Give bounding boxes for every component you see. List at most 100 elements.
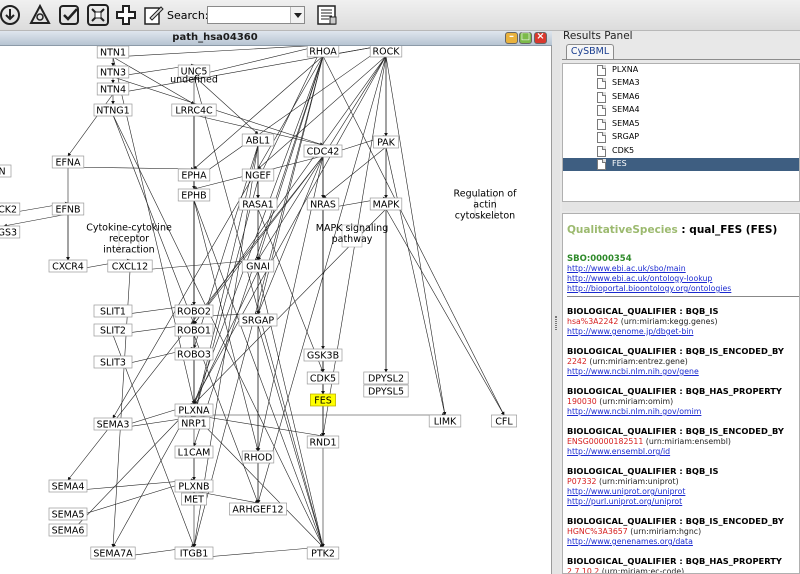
node-box[interactable] [0,202,21,216]
network-edge[interactable] [193,155,324,325]
network-edge[interactable] [67,166,195,171]
network-edge[interactable] [257,208,324,373]
node-box[interactable] [363,371,409,385]
node-box[interactable] [491,414,517,428]
network-edge[interactable] [112,55,324,419]
network-edge[interactable] [256,55,324,315]
node-box[interactable] [174,304,214,318]
network-node[interactable]: SEMA3 [93,417,133,431]
node-box[interactable] [303,348,343,362]
node-box[interactable] [107,259,153,273]
list-item[interactable]: SEMA4 [563,104,799,117]
node-box[interactable] [177,168,211,182]
network-edge[interactable] [193,55,324,548]
network-edge[interactable] [112,114,324,548]
network-edge[interactable] [112,56,195,105]
node-box[interactable] [174,323,214,337]
node-box[interactable] [363,384,409,398]
network-node[interactable]: EPHB [177,188,211,202]
search-dropdown-icon[interactable] [290,7,304,23]
report-icon[interactable] [315,3,339,27]
list-item[interactable]: SEMA3 [563,77,799,90]
network-node[interactable]: ROBO2 [174,304,214,318]
network-node[interactable]: SEMA7A [90,546,136,560]
node-box[interactable] [241,168,275,182]
network-node[interactable]: NRP1 [177,416,211,430]
pathway-box[interactable] [341,224,363,248]
search-combo[interactable] [207,6,305,24]
check-icon[interactable] [57,3,81,27]
network-node[interactable]: SLIT1 [93,304,133,318]
network-edge[interactable] [257,324,324,548]
network-graph[interactable]: NTN1NTN3NTN4NTNG1UNC5undefinedLRRC4CRHOA… [0,43,552,574]
network-edge[interactable] [257,55,387,504]
sbo-link[interactable]: http://www.ebi.ac.uk/ontology-lookup [567,274,713,283]
node-box[interactable] [96,82,130,96]
node-box[interactable] [373,135,399,149]
network-edge[interactable] [112,334,195,548]
network-node[interactable]: RHOA [306,44,340,58]
node-box[interactable] [171,103,217,117]
node-box[interactable] [174,479,214,493]
list-item-selected[interactable]: FES [563,158,799,171]
network-node[interactable]: CDC42 [303,144,343,158]
network-node[interactable]: DPYSL2 [363,371,409,385]
edit-icon[interactable] [142,3,166,27]
network-node[interactable]: RASA1 [238,197,278,211]
network-edge[interactable] [257,55,387,170]
network-node[interactable]: RGS3 [0,225,21,239]
pathway-box[interactable] [474,195,496,219]
network-edge[interactable] [193,55,324,170]
network-edge[interactable] [193,55,324,447]
network-node[interactable]: GSK3B [303,348,343,362]
network-node[interactable]: ROCK [369,44,403,58]
node-box[interactable] [48,507,88,521]
node-box[interactable] [177,416,211,430]
node-box[interactable] [241,450,275,464]
network-node[interactable]: NTNG1 [93,103,133,117]
sbo-link[interactable]: http://bioportal.bioontology.org/ontolog… [567,284,732,293]
qualifier-link[interactable]: http://www.genome.jp/dbget-bin [567,327,694,336]
network-node[interactable]: MAPK [369,197,403,211]
node-box[interactable] [174,445,214,459]
node-box[interactable] [181,492,207,506]
qualifier-link[interactable]: http://www.ncbi.nlm.nih.gov/gene [567,367,699,376]
qualifier-link[interactable]: http://purl.uniprot.org/uniprot [567,497,683,506]
node-box[interactable] [51,202,85,216]
node-box[interactable] [48,523,88,537]
network-edge[interactable] [112,114,195,325]
node-box[interactable] [93,103,133,117]
network-edge[interactable] [322,146,387,199]
list-item[interactable]: PLXNA [563,64,799,77]
node-box[interactable] [229,502,287,516]
network-edge[interactable] [322,55,505,416]
network-node[interactable]: NRAS [306,197,340,211]
network-node[interactable]: NTN1 [96,45,130,59]
add-icon[interactable] [114,3,138,27]
network-node[interactable]: undefined [170,75,218,86]
node-box[interactable] [306,435,340,449]
network-edge[interactable] [193,334,259,504]
network-edge[interactable] [193,179,259,418]
network-edge[interactable] [257,55,324,261]
node-box[interactable] [306,546,340,560]
network-node[interactable]: DPYSL5 [363,384,409,398]
species-list[interactable]: PLXNA SEMA3 SEMA6 SEMA4 SEMA5 SRGAP CDK5… [562,63,800,202]
network-node[interactable]: CXCL12 [107,259,153,273]
network-node[interactable]: ARHGEF12 [229,502,287,516]
qualifier-link[interactable]: http://www.ncbi.nlm.nih.gov/omim [567,407,702,416]
network-node[interactable]: PTK2 [306,546,340,560]
node-box[interactable] [93,304,133,318]
list-item[interactable]: SEMA6 [563,91,799,104]
node-box[interactable] [369,197,403,211]
network-edge[interactable] [192,144,259,418]
network-edge[interactable] [3,213,69,228]
node-box[interactable] [174,403,214,417]
tab-cysbml[interactable]: CySBML [566,44,614,59]
network-node[interactable]: MET [181,492,207,506]
download-icon[interactable] [0,3,24,27]
close-button[interactable]: × [534,31,547,44]
